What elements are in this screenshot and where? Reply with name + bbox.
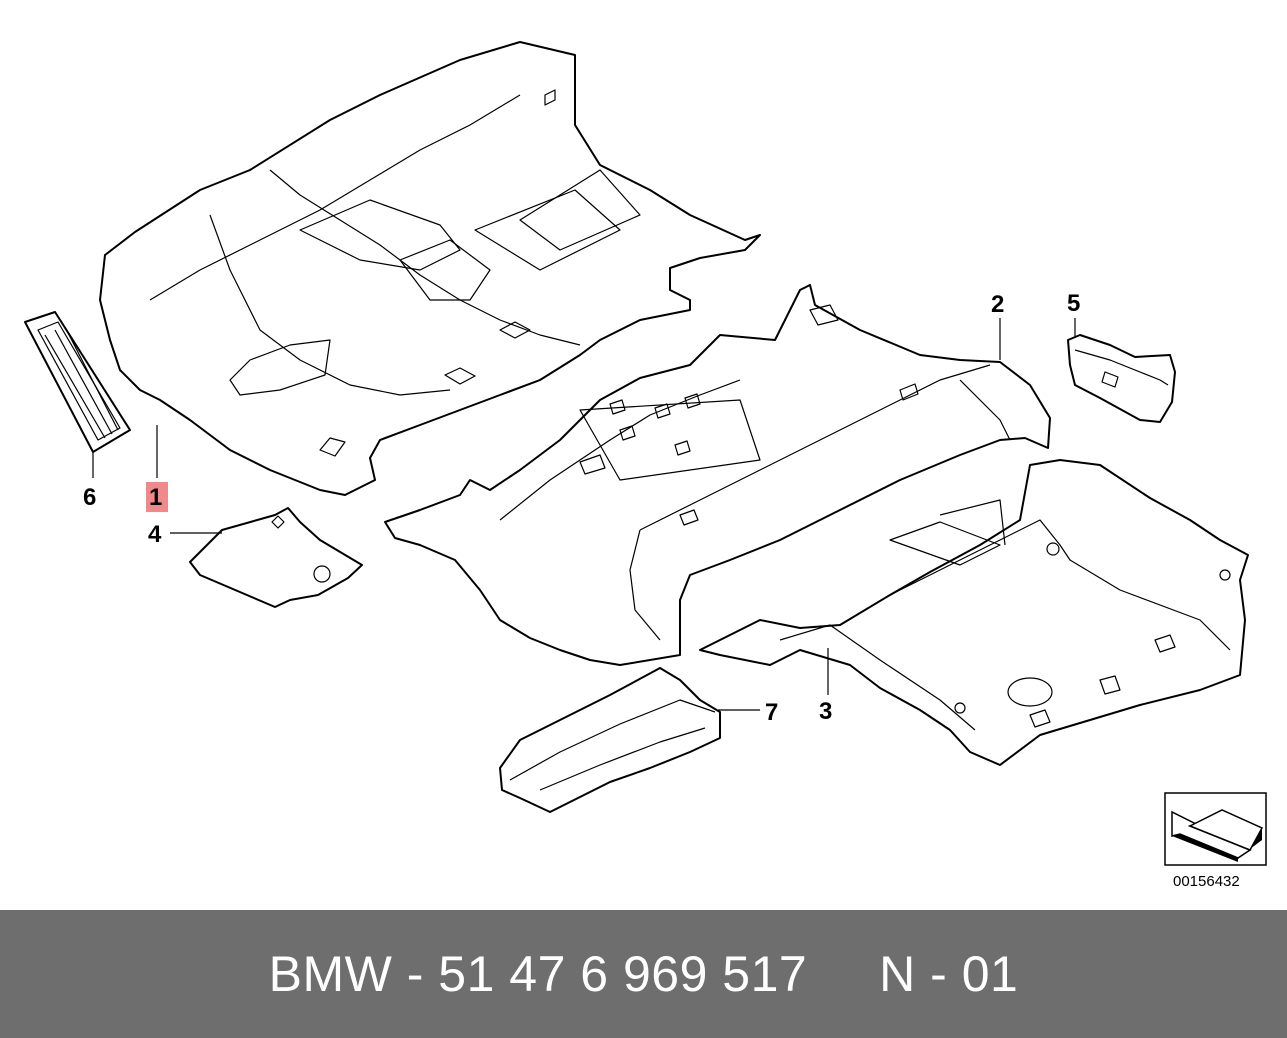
callout-7[interactable]: 7 <box>765 699 778 726</box>
callout-5[interactable]: 5 <box>1067 290 1080 317</box>
parts-diagram: 1 2 3 4 5 6 7 00156432 <box>24 41 1267 890</box>
diagram-number: 00156432 <box>1173 873 1240 890</box>
entrance-cover-strip[interactable] <box>24 311 131 453</box>
highlight-callout-1 <box>146 482 168 512</box>
floor-mat-insulation[interactable] <box>189 507 363 608</box>
part-number-text: BMW - 51 47 6 969 517 N - 01 <box>268 946 1019 1002</box>
callout-1[interactable]: 1 <box>149 484 162 511</box>
side-trim-cover[interactable] <box>1067 334 1176 423</box>
trunk-floor-panel[interactable] <box>499 667 721 813</box>
callout-2[interactable]: 2 <box>991 291 1004 318</box>
front-floor-carpet[interactable] <box>99 41 761 496</box>
luggage-floor-carpet[interactable] <box>699 459 1249 766</box>
callout-3[interactable]: 3 <box>819 698 832 725</box>
rear-floor-carpet[interactable] <box>384 284 1051 666</box>
footer-bar: BMW - 51 47 6 969 517 N - 01 <box>0 910 1287 1038</box>
direction-arrow-icon <box>1164 792 1267 866</box>
callout-4[interactable]: 4 <box>148 521 162 548</box>
callout-6[interactable]: 6 <box>83 484 96 511</box>
